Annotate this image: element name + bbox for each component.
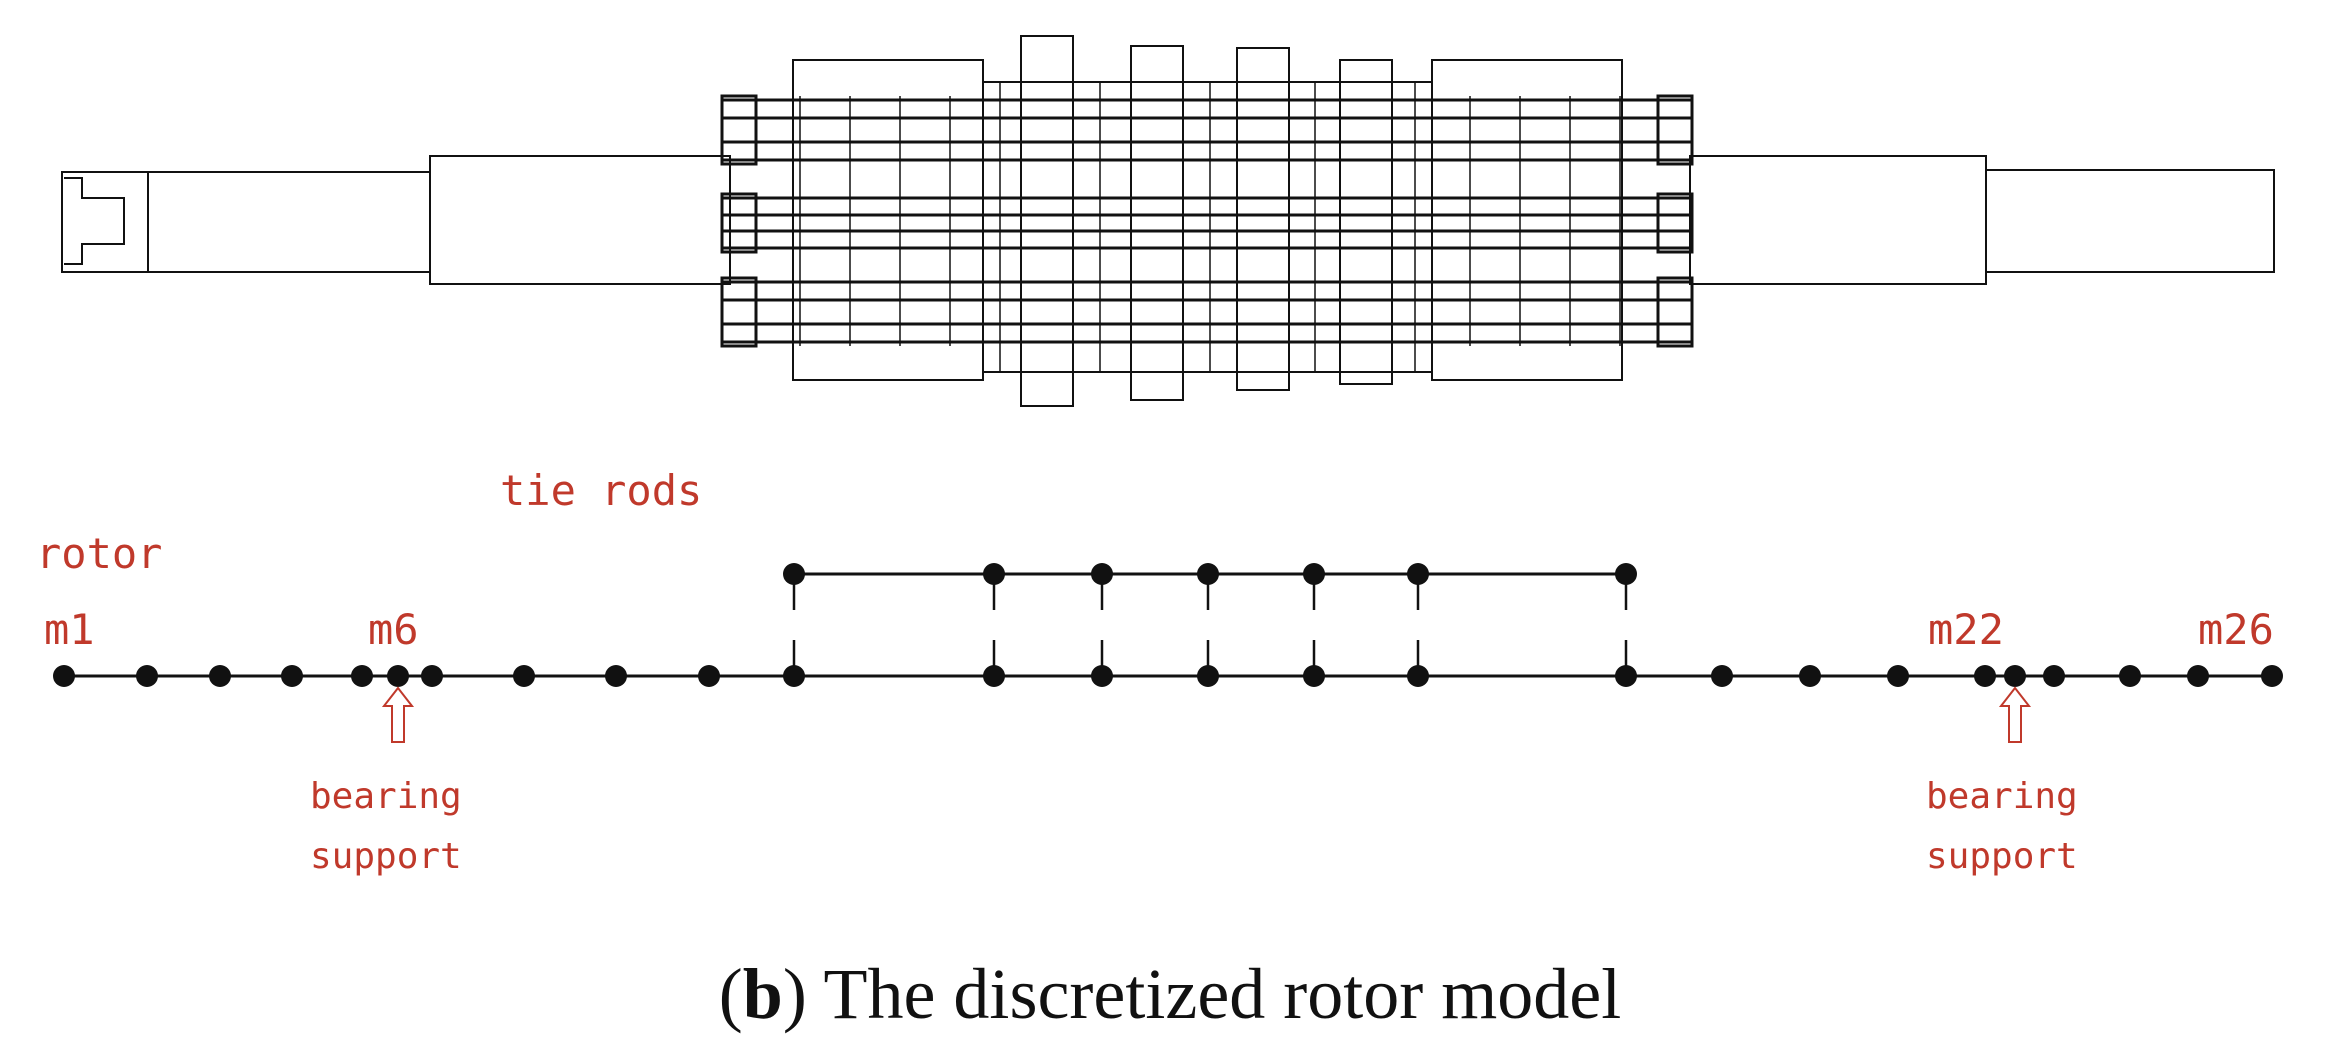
rotor-nodes bbox=[53, 665, 2283, 687]
hub-band bbox=[982, 81, 1433, 373]
figure-caption: (b) The discretized rotor model bbox=[719, 954, 1621, 1034]
rotor-node-15 bbox=[1303, 665, 1325, 687]
rotor-node-1 bbox=[53, 665, 75, 687]
bearing-arrow-right bbox=[1998, 686, 2032, 743]
rotor-node-24 bbox=[2119, 665, 2141, 687]
tie-rod-nuts bbox=[720, 94, 1694, 348]
rotor-node-8 bbox=[513, 665, 535, 687]
caption-text: The discretized rotor model bbox=[807, 954, 1621, 1034]
rotor-node-22 bbox=[2004, 665, 2026, 687]
tie-rod-node-5 bbox=[1303, 563, 1325, 585]
rotor-node-17 bbox=[1615, 665, 1637, 687]
rotor-node-14 bbox=[1197, 665, 1219, 687]
rotor-node-23 bbox=[2043, 665, 2065, 687]
node-label-m6: m6 bbox=[368, 605, 419, 654]
node-label-m1: m1 bbox=[44, 605, 95, 654]
rotor-node-20 bbox=[1887, 665, 1909, 687]
bearing-arrow-left bbox=[381, 686, 415, 743]
rotor-node-12 bbox=[983, 665, 1005, 687]
caption-paren-open: ( bbox=[719, 954, 743, 1034]
discretized-model: tie rods rotor m1 m6 m22 m26 bearing sup… bbox=[36, 466, 2283, 877]
bearing-label-left-1: bearing bbox=[310, 776, 462, 817]
tie-rod-node-1 bbox=[783, 563, 805, 585]
tie-rods-label: tie rods bbox=[500, 466, 702, 515]
rotor-node-26 bbox=[2261, 665, 2283, 687]
bearing-label-left-2: support bbox=[310, 836, 462, 877]
rotor-node-4 bbox=[281, 665, 303, 687]
rotor-node-25 bbox=[2187, 665, 2209, 687]
tie-rod-connectors bbox=[792, 574, 1628, 676]
rotor-node-2 bbox=[136, 665, 158, 687]
bearing-label-right-2: support bbox=[1926, 836, 2078, 877]
tie-rod-node-7 bbox=[1615, 563, 1637, 585]
caption-paren-close: ) bbox=[783, 954, 807, 1034]
rotor-label: rotor bbox=[36, 529, 162, 578]
right-shaft bbox=[1689, 155, 2275, 285]
tie-rod-row-top bbox=[720, 98, 1694, 162]
rotor-node-3 bbox=[209, 665, 231, 687]
rotor-node-7 bbox=[421, 665, 443, 687]
hub-details bbox=[799, 82, 1621, 372]
tie-rod-node-3 bbox=[1091, 563, 1113, 585]
rotor-node-13 bbox=[1091, 665, 1113, 687]
tie-rod-node-6 bbox=[1407, 563, 1429, 585]
caption-letter: b bbox=[743, 954, 783, 1034]
bearing-label-right-1: bearing bbox=[1926, 776, 2078, 817]
rotor-node-18 bbox=[1711, 665, 1733, 687]
tie-rod-node-4 bbox=[1197, 563, 1219, 585]
rotor-node-11 bbox=[783, 665, 805, 687]
rotor-node-19 bbox=[1799, 665, 1821, 687]
rotor-node-10 bbox=[698, 665, 720, 687]
tie-rod-row-bottom bbox=[720, 280, 1694, 344]
right-end-disk bbox=[1431, 59, 1623, 381]
rotor-node-16 bbox=[1407, 665, 1429, 687]
rotor-node-9 bbox=[605, 665, 627, 687]
node-label-m26: m26 bbox=[2198, 605, 2274, 654]
middle-disks bbox=[1020, 35, 1393, 407]
tie-rod-rows bbox=[720, 98, 1694, 344]
tie-rod-nodes bbox=[783, 563, 1637, 585]
node-label-m22: m22 bbox=[1928, 605, 2004, 654]
rotor-node-21 bbox=[1974, 665, 1996, 687]
left-end-disk bbox=[792, 59, 984, 381]
rotor-node-6 bbox=[387, 665, 409, 687]
left-shaft bbox=[61, 155, 731, 285]
rotor-drawing bbox=[61, 35, 2275, 407]
rotor-node-5 bbox=[351, 665, 373, 687]
tie-rod-node-2 bbox=[983, 563, 1005, 585]
tie-rod-row-middle bbox=[720, 196, 1694, 250]
